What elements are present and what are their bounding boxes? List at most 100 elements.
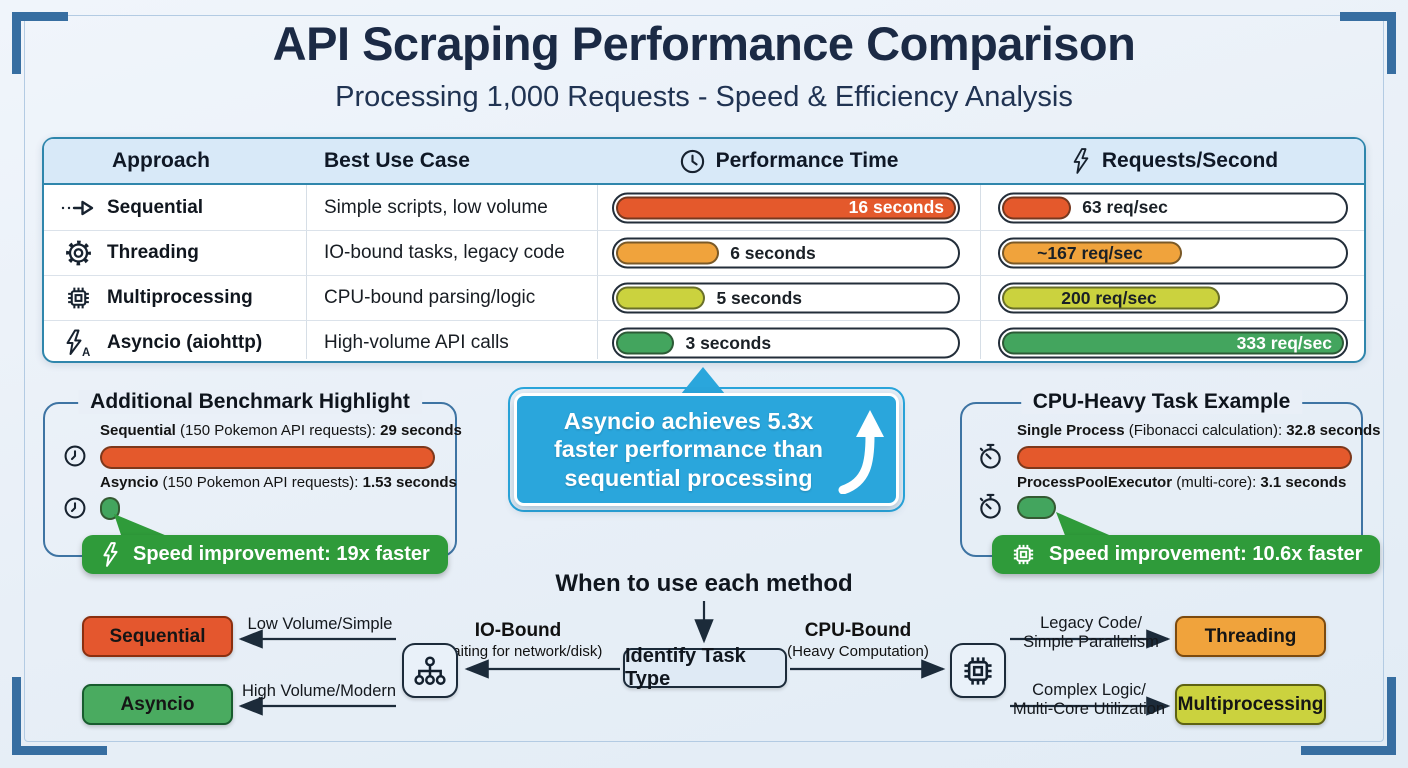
cpu-bound-label: CPU-Bound (Heavy Computation) <box>763 620 953 660</box>
bar-fill <box>1002 331 1344 355</box>
lightning-icon <box>100 541 121 568</box>
benchmark-value: 29 seconds <box>380 422 462 439</box>
bar-value-label: 63 req/sec <box>1082 197 1168 217</box>
performance-time-bar: 3 seconds <box>612 327 960 359</box>
speed-improvement-badge: Speed improvement: 19x faster <box>82 535 448 574</box>
callout-line: faster performance than <box>553 436 824 463</box>
stopwatch-icon <box>977 442 1004 471</box>
node-multiprocessing: Multiprocessing <box>1175 684 1326 725</box>
speed-improvement-badge: Speed improvement: 10.6x faster <box>992 535 1381 574</box>
edge-label-line: Simple Parallelism <box>1023 632 1159 651</box>
flow-title: When to use each method <box>555 570 853 597</box>
badge-pointer-tail <box>114 514 172 538</box>
column-header-requests-second: Requests/Second <box>980 139 1368 183</box>
identify-task-type-box: Identify Task Type <box>623 645 787 690</box>
benchmark-value: 1.53 seconds <box>362 474 457 491</box>
asyncio-bolt-icon: A <box>58 328 98 358</box>
use-case-label: CPU-bound parsing/logic <box>324 287 536 308</box>
badge-pointer-tail <box>1056 512 1116 538</box>
benchmark-detail: (150 Pokemon API requests): <box>158 474 363 491</box>
column-header-performance-time: Performance Time <box>597 139 980 183</box>
bar-value-label: 5 seconds <box>716 287 803 308</box>
performance-time-bar: 6 seconds <box>612 237 960 269</box>
benchmark-detail: (multi-core): <box>1172 474 1261 491</box>
branch-title: CPU-Bound <box>804 620 912 641</box>
bar-value-label: 200 req/sec <box>1061 287 1157 308</box>
column-divider <box>597 185 598 359</box>
edge-label-legacy-code: Legacy Code/ Simple Parallelism <box>1016 614 1166 652</box>
column-header-label: Requests/Second <box>1101 149 1279 172</box>
table-row-threading: Threading IO-bound tasks, legacy code 6 … <box>44 230 1364 275</box>
bar-fill <box>616 331 675 355</box>
cpu-benchmark-label: ProcessPoolExecutor (multi-core): 3.1 se… <box>1017 474 1346 491</box>
benchmark-detail: (150 Pokemon API requests): <box>175 422 381 439</box>
callout-text: Asyncio achieves 5.3x faster performance… <box>541 407 836 492</box>
edge-label-line: Complex Logic/ <box>1032 681 1146 699</box>
performance-time-bar: 16 seconds <box>612 192 960 223</box>
page-title: API Scraping Performance Comparison <box>272 17 1136 70</box>
column-divider <box>980 185 981 359</box>
bar-value-label: ~167 req/sec <box>1037 242 1143 263</box>
corner-bracket-bottom-right <box>1301 677 1396 755</box>
sitemap-icon <box>402 643 458 698</box>
clock-icon <box>679 148 706 175</box>
benchmark-name: Single Process <box>1017 422 1125 439</box>
table-row-multiprocessing: Multiprocessing CPU-bound parsing/logic … <box>44 275 1364 320</box>
box-title: CPU-Heavy Task Example <box>1020 390 1303 414</box>
badge-label: Speed improvement: 19x faster <box>133 543 430 565</box>
page-subtitle: Processing 1,000 Requests - Speed & Effi… <box>335 81 1073 113</box>
box-title: Additional Benchmark Highlight <box>78 390 422 414</box>
edge-label-line: Legacy Code/ <box>1040 614 1142 632</box>
edge-label-high-volume: High Volume/Modern <box>241 682 397 700</box>
table-header: Approach Best Use Case Performance Time … <box>44 139 1364 185</box>
asyncio-callout: Asyncio achieves 5.3x faster performance… <box>514 393 899 506</box>
gear-icon <box>58 239 98 268</box>
use-case-label: IO-bound tasks, legacy code <box>324 242 565 263</box>
cpu-heavy-task-box: CPU-Heavy Task Example Single Process (F… <box>960 390 1381 574</box>
performance-time-bar: 5 seconds <box>612 282 960 314</box>
chip-icon <box>950 643 1006 698</box>
edge-label-low-volume: Low Volume/Simple <box>247 615 393 633</box>
use-case-label: High-volume API calls <box>324 332 509 353</box>
benchmark-name: ProcessPoolExecutor <box>1017 474 1173 491</box>
column-divider <box>306 185 307 359</box>
approach-label: Sequential <box>107 196 204 218</box>
benchmark-name: Asyncio <box>100 474 159 491</box>
use-case-label: Simple scripts, low volume <box>324 196 548 218</box>
bar-fill <box>1002 196 1072 219</box>
cpu-benchmark-label: Single Process (Fibonacci calculation): … <box>1017 422 1381 439</box>
edge-label-line: Multi-Core Utilization <box>1012 699 1166 718</box>
column-header-approach: Approach <box>112 149 211 172</box>
bar-fill <box>1002 241 1182 265</box>
cpu-bar-single-process <box>1017 446 1352 469</box>
corner-bracket-top-right <box>1340 12 1396 74</box>
bar-value-label: 6 seconds <box>730 242 816 263</box>
io-bound-label: IO-Bound (Waiting for network/disk) <box>423 620 613 660</box>
benchmark-highlight-box: Additional Benchmark Highlight Sequentia… <box>43 390 462 574</box>
bar-value-label: 333 req/sec <box>1236 332 1332 353</box>
comparison-table: Approach Best Use Case Performance Time … <box>42 137 1366 363</box>
column-header-use-case: Best Use Case <box>324 149 470 172</box>
dashed-arrow-icon <box>58 197 98 219</box>
benchmark-label: Sequential (150 Pokemon API requests): 2… <box>100 422 462 439</box>
cpu-bar-processpool <box>1017 496 1056 519</box>
curved-up-arrow-icon <box>836 406 886 494</box>
chip-icon <box>1010 541 1037 568</box>
callout-line: Asyncio achieves 5.3x <box>563 408 814 435</box>
corner-bracket-bottom-left <box>12 677 107 755</box>
table-row-sequential: Sequential Simple scripts, low volume 16… <box>44 185 1364 230</box>
corner-bracket-top-left <box>12 12 68 74</box>
bar-fill <box>616 286 706 310</box>
requests-second-bar: ~167 req/sec <box>998 237 1348 269</box>
clock-icon <box>63 496 87 520</box>
badge-label: Speed improvement: 10.6x faster <box>1049 543 1363 565</box>
branch-subtitle: (Waiting for network/disk) <box>433 643 603 660</box>
node-asyncio: Asyncio <box>82 684 233 725</box>
stopwatch-icon <box>977 492 1004 521</box>
approach-label: Multiprocessing <box>107 287 253 308</box>
benchmark-detail: (Fibonacci calculation): <box>1124 422 1287 439</box>
branch-title: IO-Bound <box>474 620 562 641</box>
benchmark-value: 32.8 seconds <box>1286 422 1381 439</box>
column-header-label: Performance Time <box>715 149 899 172</box>
